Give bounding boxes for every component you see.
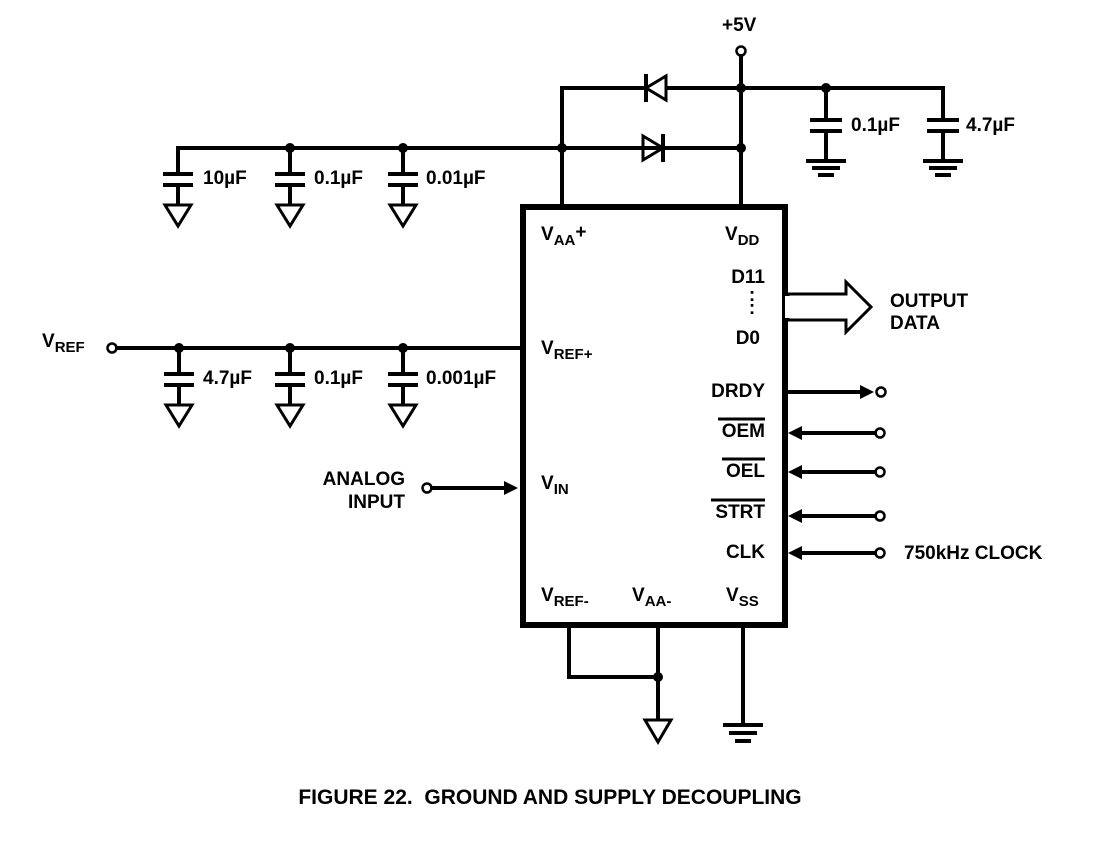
junction-dot (557, 143, 567, 153)
junction-dot (736, 83, 746, 93)
vref-cap-2-value: 0.1µF (314, 368, 363, 389)
arrow-right-icon (860, 385, 874, 399)
pin-vdd: VDD (725, 224, 760, 249)
pin-vaa-minus: VAA- (632, 585, 671, 610)
arrow-left-icon (788, 465, 802, 479)
output-data-bus-arrow-icon (786, 278, 874, 336)
vref-minus-wire (567, 626, 660, 679)
pin-vref-plus: VREF+ (541, 338, 593, 363)
vref-cap-0-1uf (274, 346, 306, 429)
analog-input-label-1: ANALOG (323, 469, 405, 490)
vaa-cap-0-01uf (387, 146, 419, 229)
arrow-left-icon (788, 546, 802, 560)
vref-input-label: VREF (42, 331, 85, 356)
diode-upper-icon (643, 73, 668, 103)
pin-strt: STRT (715, 502, 765, 523)
supply-cap-4-7uf (923, 118, 963, 177)
pin-vin: VIN (541, 473, 569, 498)
vaa-cap-10uf (162, 146, 194, 229)
pin-d11: D11 (731, 267, 765, 288)
drdy-terminal[interactable] (875, 386, 887, 398)
supply-5v-label: +5V (722, 15, 757, 36)
arrow-left-icon (788, 509, 802, 523)
supply-cap-2-value: 4.7µF (966, 115, 1015, 136)
vref-cap-4-7uf (163, 346, 195, 429)
pin-clk: CLK (726, 542, 765, 563)
pin-vref-minus: VREF- (541, 585, 589, 610)
clock-label: 750kHz CLOCK (904, 543, 1043, 564)
data-bus-dots: : (749, 285, 755, 306)
pin-drdy: DRDY (711, 381, 765, 402)
analog-ground-icon (642, 718, 674, 745)
vref-cap-3-value: 0.001µF (426, 368, 496, 389)
analog-ground-icon (162, 203, 194, 229)
supply-cap-1-value: 0.1µF (851, 115, 900, 136)
analog-ground-icon (163, 403, 195, 429)
vaa-cap-1-value: 10µF (203, 168, 247, 189)
analog-ground-icon (274, 203, 306, 229)
arrow-left-icon (788, 426, 802, 440)
vaa-cap-3-value: 0.01µF (426, 168, 486, 189)
earth-ground-icon (806, 159, 846, 177)
supply-cap-0-1uf (806, 86, 846, 177)
figure-caption: FIGURE 22. GROUND AND SUPPLY DECOUPLING (298, 786, 801, 809)
upper-diode-wire (560, 86, 743, 207)
pin-vss: VSS (726, 585, 759, 610)
output-data-label-1: OUTPUT (890, 291, 969, 312)
pin-oem: OEM (722, 421, 765, 442)
earth-ground-icon (923, 159, 963, 177)
vref-cap-1-value: 4.7µF (203, 368, 252, 389)
vaa-cap-0-1uf (274, 146, 306, 229)
vaa-cap-2-value: 0.1µF (314, 168, 363, 189)
junction-dot (736, 143, 746, 153)
analog-ground-icon (387, 403, 419, 429)
vref-cap-0-001uf (387, 346, 419, 429)
output-data-label-2: DATA (890, 313, 940, 334)
analog-input-label-2: INPUT (348, 492, 405, 513)
analog-ground-icon (387, 203, 419, 229)
data-bus-dots: : (749, 298, 755, 319)
analog-ground-icon (274, 403, 306, 429)
arrow-right-icon (504, 481, 518, 495)
adc-chip (520, 204, 788, 628)
pin-oel: OEL (726, 461, 765, 482)
pin-d0: D0 (736, 328, 760, 349)
pin-vaa-plus: VAA+ (541, 222, 586, 249)
earth-ground-icon (723, 723, 763, 743)
junction-dot (653, 672, 663, 682)
